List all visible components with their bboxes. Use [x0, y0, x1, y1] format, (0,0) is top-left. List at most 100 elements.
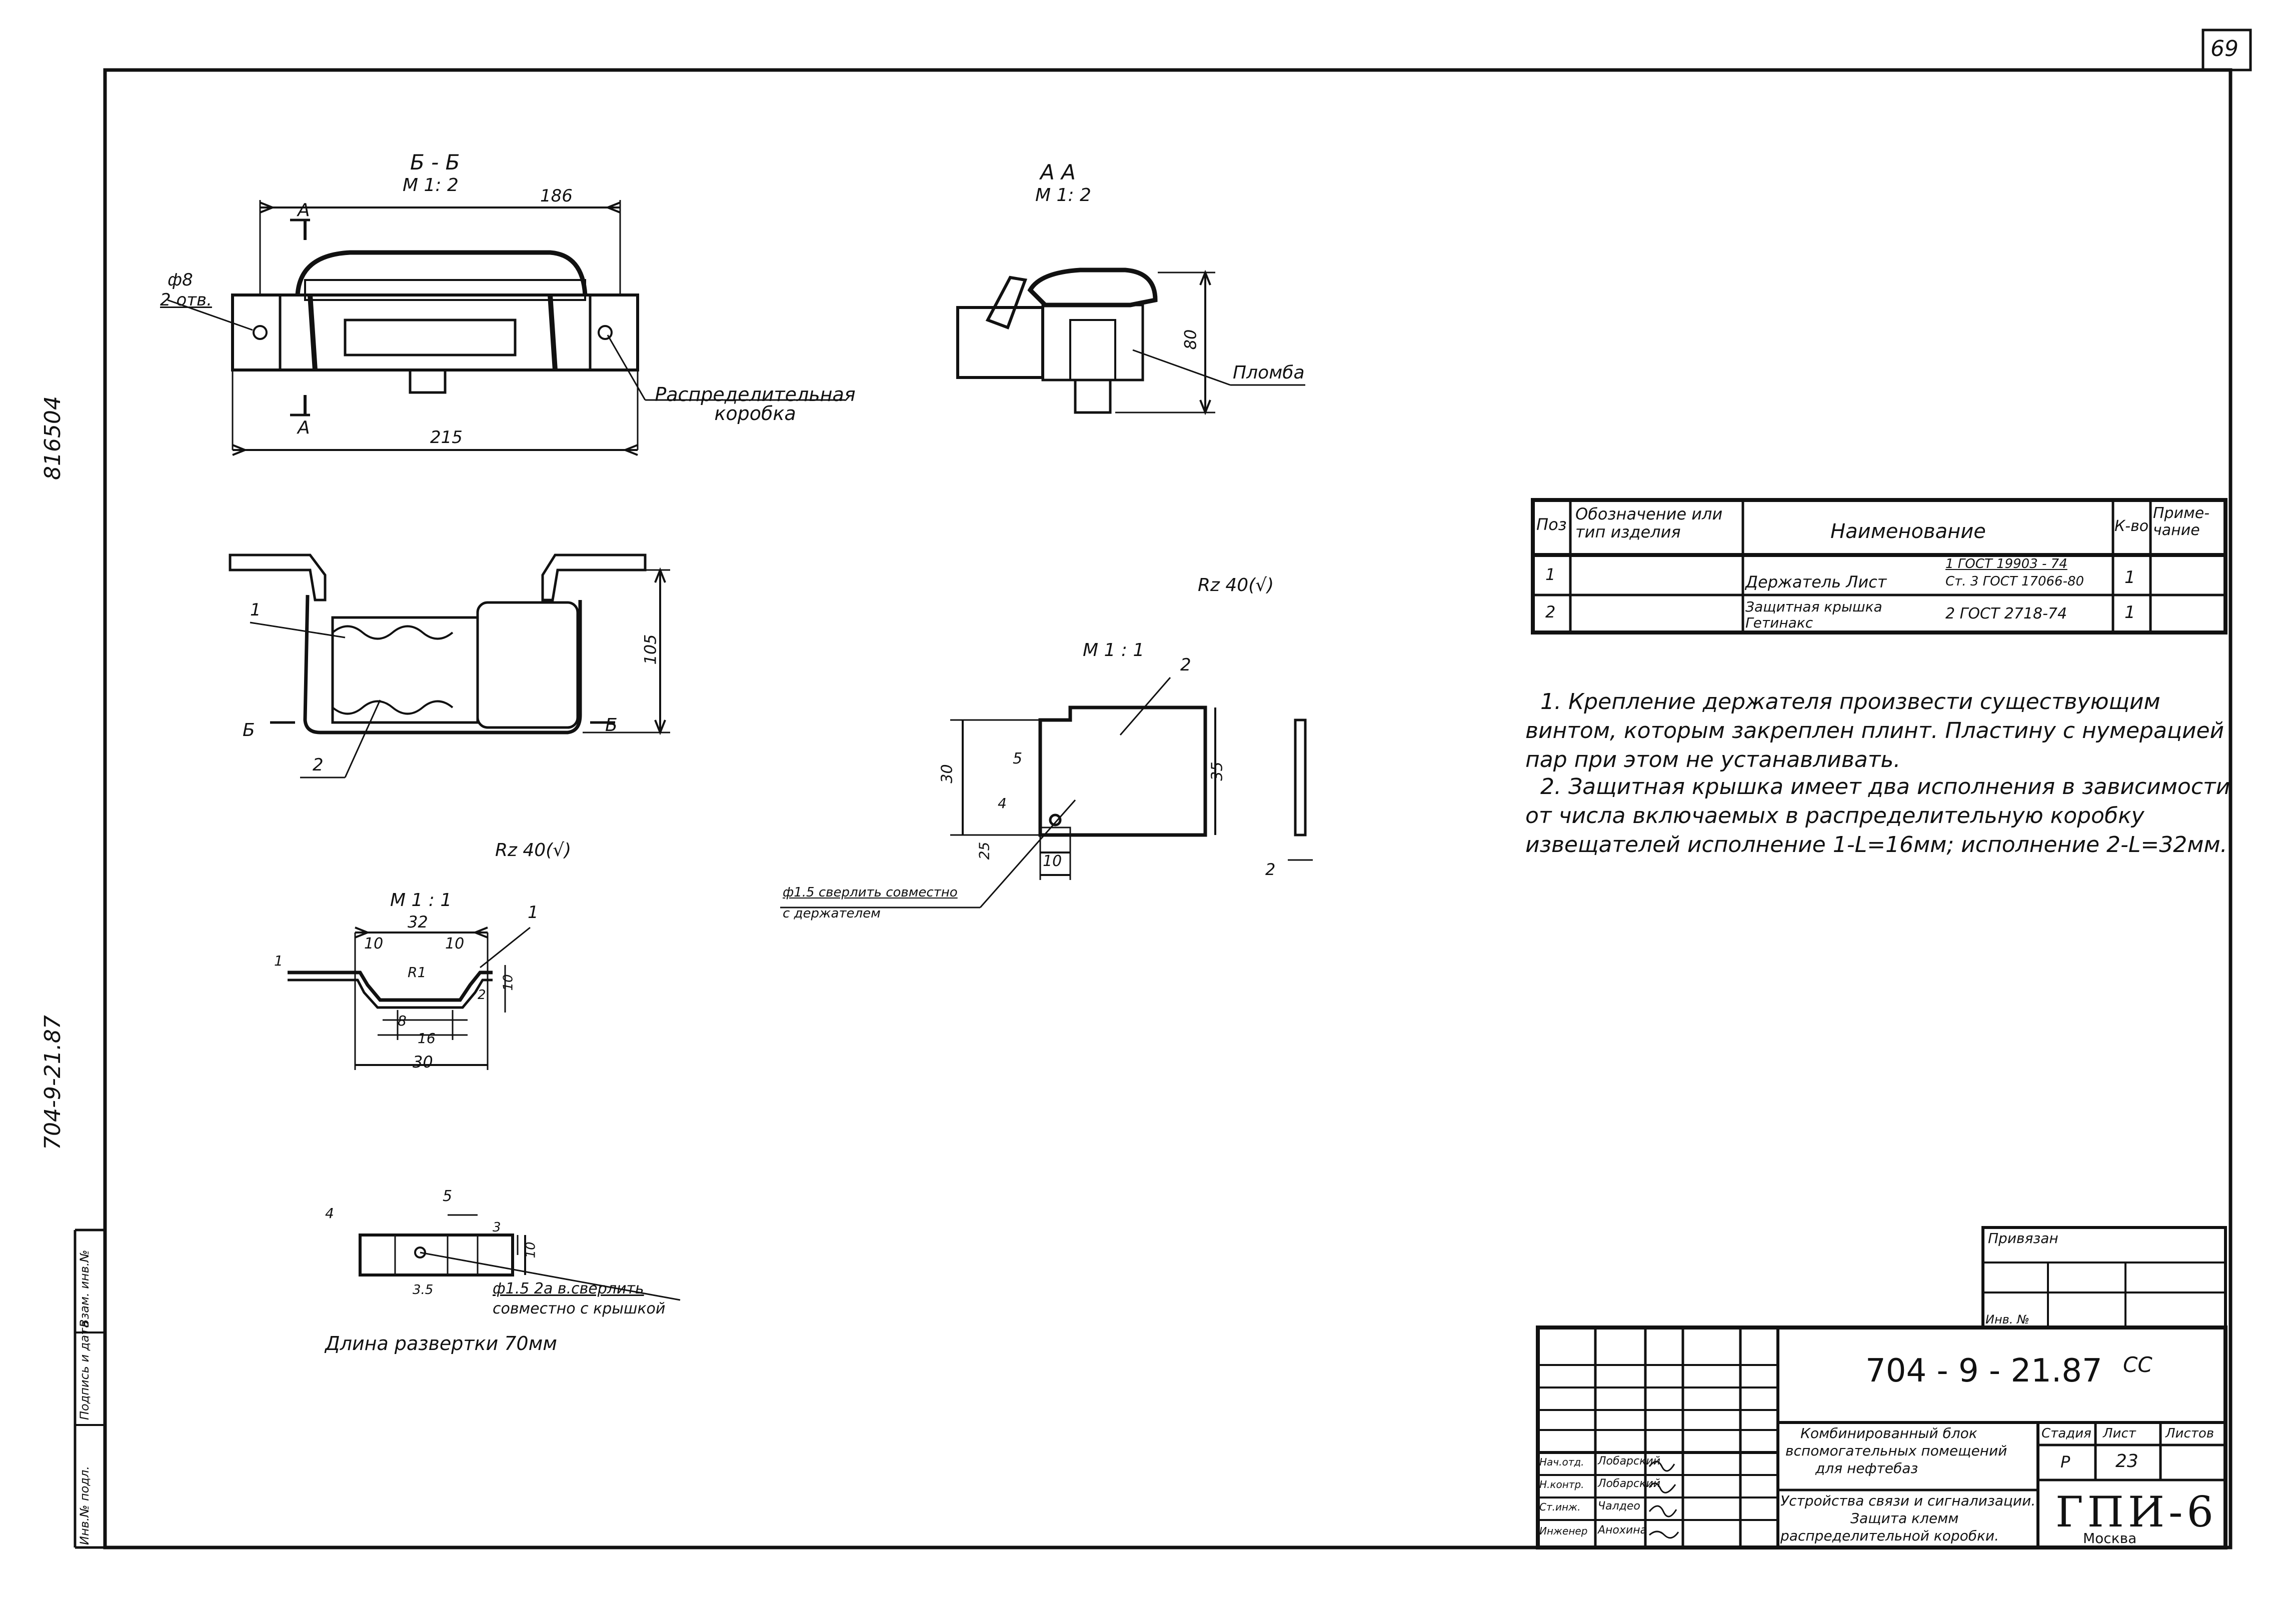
cover-hole-note: ф1.5 сверлить совместно — [783, 885, 958, 900]
tb-signer-3-role: Ст.инж. — [1539, 1501, 1581, 1513]
tb-organization: ГПИ-6 — [2055, 1488, 2217, 1536]
holder-dim-1: 1 — [274, 952, 283, 969]
plan-item-1: 1 — [250, 600, 261, 620]
margin-stamp-col-2: Взам. инв.№ — [78, 1250, 92, 1328]
archive-code: 816504 — [40, 396, 66, 480]
note-2: 2. Защитная крышка имеет два исполнения … — [1525, 774, 2230, 858]
tb-city: Москва — [2083, 1530, 2137, 1546]
spec-header-name: Наименование — [1830, 520, 1986, 543]
view-bb-scale: М 1: 2 — [403, 175, 459, 196]
tb-project-line-3: для нефтебаз — [1815, 1460, 1918, 1476]
view-plan — [229, 554, 670, 778]
tb-stage: Р — [2060, 1452, 2070, 1472]
tb-signer-3-name: Чалдео — [1598, 1500, 1640, 1512]
tb-doc-suffix: СС — [2123, 1352, 2152, 1377]
flat-dim-5: 5 — [443, 1188, 453, 1205]
tb-signer-1-role: Нач.отд. — [1539, 1456, 1584, 1468]
holder-dim-30: 30 — [413, 1052, 433, 1072]
holder-dim-10-left: 10 — [364, 935, 384, 952]
cover-hole-note-2: с держателем — [783, 906, 881, 921]
tb-sheet-label: Лист — [2103, 1426, 2136, 1441]
dim-80: 80 — [1181, 329, 1200, 350]
tb-sheet-title-3: распределительной коробки. — [1780, 1528, 1999, 1544]
callout-distribution-box: Распределительная коробка — [655, 384, 856, 424]
flat-hole-note-2: совместно с крышкой — [493, 1300, 666, 1318]
margin-stamp-col-1: Подпись и дата — [78, 1320, 92, 1420]
holder-radius: R1 — [408, 964, 427, 980]
view-aa-scale: М 1: 2 — [1035, 185, 1091, 206]
flat-hole-note: ф1.5 2а в.сверлить — [493, 1280, 644, 1298]
spec-row-1-qty: 1 — [2124, 568, 2135, 588]
holder-roughness: Rz 40(√) — [495, 840, 572, 860]
tb-signer-2-name: Лобарский — [1598, 1478, 1660, 1490]
flat-dim-10: 10 — [523, 1242, 539, 1258]
spec-header-note: Приме-чание — [2153, 504, 2210, 539]
cover-dim-30: 30 — [938, 764, 956, 784]
holder-dim-32: 32 — [408, 912, 428, 932]
view-flat — [359, 1214, 681, 1301]
dim-215: 215 — [430, 428, 463, 448]
tb-signer-4-role: Инженер — [1539, 1525, 1588, 1537]
spec-row-2-pos: 2 — [1545, 602, 1556, 622]
cover-dim-2: 2 — [1265, 860, 1276, 879]
title-block-grid — [1536, 1226, 2227, 1550]
spec-header-pos: Поз — [1536, 515, 1567, 534]
holder-dim-10-right: 10 — [445, 935, 465, 952]
plan-section-mark-left: Б — [243, 720, 255, 740]
spec-row-1-standard: 1 ГОСТ 19903 - 74 — [1945, 556, 2067, 572]
view-bb — [167, 200, 845, 456]
cover-dim-4: 4 — [998, 795, 1007, 812]
spec-table-grid — [1531, 498, 2227, 634]
spec-row-2-standard: 2 ГОСТ 2718-74 — [1945, 605, 2067, 622]
page-number-box — [2201, 28, 2252, 72]
tb-sheets-label: Листов — [2165, 1426, 2214, 1441]
section-mark-top: А — [298, 200, 310, 220]
view-aa — [956, 268, 1305, 416]
tb-sheet-title-2: Защита клемм — [1850, 1510, 1959, 1526]
flat-dim-3: 3 — [493, 1220, 501, 1235]
view-aa-title: А А — [1040, 160, 1076, 184]
tb-signer-4-name: Анохина — [1598, 1524, 1647, 1536]
spec-row-1-standard-2: Ст. 3 ГОСТ 17066-80 — [1945, 574, 2084, 589]
callout-seal: Пломба — [1233, 362, 1305, 383]
flat-length-note: Длина развертки 70мм — [325, 1332, 557, 1354]
holder-scale: М 1 : 1 — [390, 890, 452, 910]
tb-stage-label: Стадия — [2041, 1426, 2091, 1441]
spec-row-1-pos: 1 — [1545, 565, 1556, 584]
sheet-frame — [103, 68, 2232, 1550]
cover-dim-5: 5 — [1013, 750, 1023, 768]
flat-dim-4: 4 — [325, 1205, 334, 1222]
tb-sheet-no: 23 — [2115, 1451, 2138, 1472]
holder-dim-8: 8 — [398, 1012, 407, 1029]
hole-count: 2 отв. — [160, 290, 212, 310]
spec-header-qty: К-во — [2114, 518, 2149, 535]
dim-186: 186 — [540, 186, 573, 206]
spec-row-1-name: Держатель Лист — [1745, 572, 1887, 592]
tb-sheet-title-1: Устройства связи и сигнализации. — [1780, 1492, 2036, 1509]
tb-attached: Привязан — [1988, 1230, 2058, 1246]
cover-scale: М 1 : 1 — [1083, 640, 1145, 660]
spec-row-2-qty: 1 — [2124, 602, 2135, 622]
holder-dim-16: 16 — [418, 1030, 436, 1046]
hole-diameter: ф8 — [168, 270, 193, 290]
spec-row-2-name: Защитная крышка Гетинакс — [1745, 598, 1882, 631]
tb-doc-code: 704 - 9 - 21.87 — [1865, 1352, 2102, 1390]
spec-header-designation: Обозначение или тип изделия — [1575, 504, 1723, 542]
flat-dim-3-5: 3.5 — [413, 1282, 434, 1298]
tb-signer-2-role: Н.контр. — [1539, 1478, 1584, 1490]
section-mark-bottom: А — [298, 418, 310, 438]
view-holder — [288, 926, 531, 1070]
margin-doc-code: 704-9-21.87 — [40, 1015, 66, 1150]
cover-dim-25: 25 — [976, 842, 993, 860]
holder-item-1: 1 — [528, 902, 539, 922]
view-cover — [780, 677, 1313, 908]
holder-dim-2: 2 — [478, 988, 486, 1002]
cover-dim-10: 10 — [1043, 852, 1062, 870]
tb-inv-no: Инв. № — [1985, 1312, 2030, 1326]
margin-stamp-col-0: Инв.№ подл. — [78, 1466, 92, 1545]
dim-105: 105 — [641, 634, 660, 665]
plan-section-mark-right: Б — [605, 715, 618, 736]
cover-item-2: 2 — [1180, 655, 1191, 675]
page-number: 69 — [2210, 36, 2238, 62]
